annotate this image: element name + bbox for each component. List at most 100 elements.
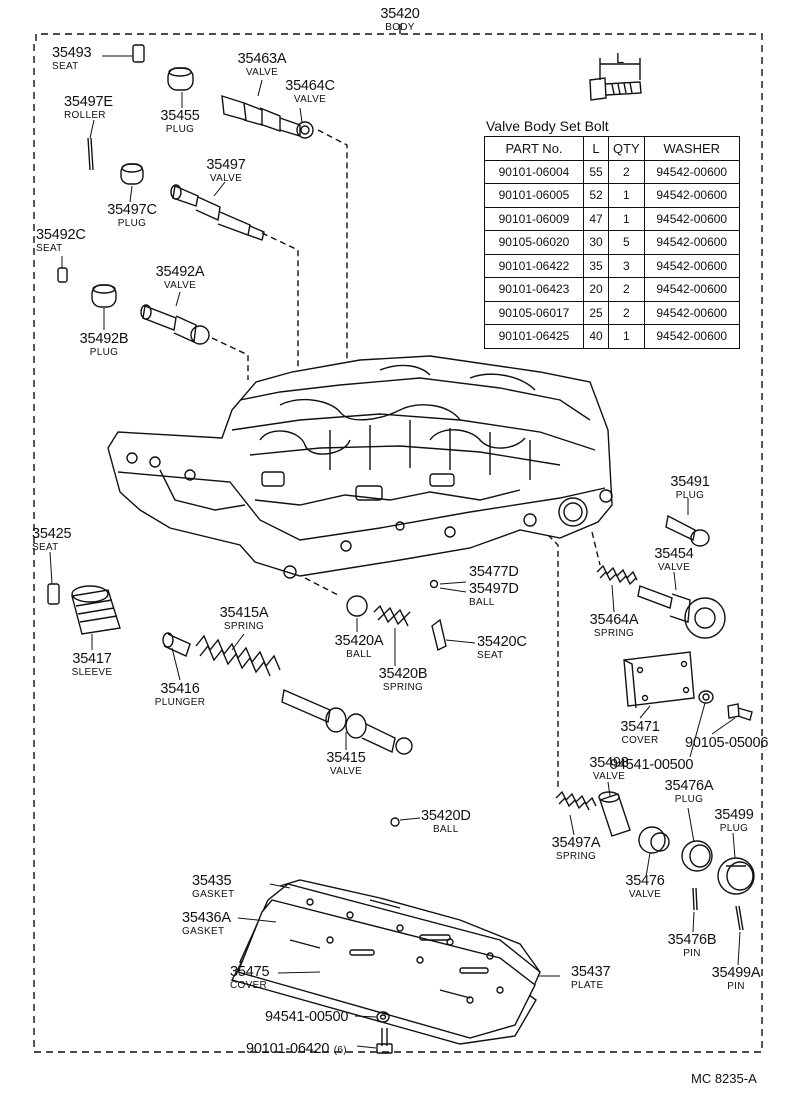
part-name: PIN [727, 981, 745, 992]
cell-part-no: 90101-06009 [484, 206, 584, 231]
part-name: PLUNGER [154, 697, 206, 708]
bolt-length-label: L [616, 51, 624, 67]
part-label-35455: 35455 PLUG [160, 109, 200, 136]
cell-washer: 94542-00600 [643, 253, 740, 278]
spring-35497a-shape [555, 790, 597, 811]
part-name: BALL [469, 597, 495, 608]
part-name: SEAT [32, 542, 59, 553]
cell-qty: 5 [608, 230, 645, 255]
plunger-35416-shape [162, 632, 191, 657]
washer-94541-00500-lower-shape [376, 1011, 390, 1023]
part-number-90105-05006: 90105-05006 [685, 735, 769, 751]
seat-35425-shape [47, 583, 60, 605]
part-name: SPRING [382, 682, 424, 693]
part-name: VALVE [293, 94, 327, 105]
part-number: 35464C [285, 78, 335, 94]
cell-qty: 1 [608, 324, 645, 349]
part-name: BALL [432, 824, 459, 835]
part-label-35471: 35471 COVER [620, 720, 660, 747]
cell-part-no: 90101-06423 [484, 277, 584, 302]
cell-qty: 3 [608, 253, 645, 278]
part-name: GASKET [182, 926, 225, 937]
plug-35499-shape [717, 857, 755, 895]
part-name: VALVE [657, 562, 691, 573]
part-label-35499a: 35499A PIN [711, 965, 761, 993]
part-name: PLUG [674, 794, 704, 805]
part-label-35475: 35475 COVER [230, 965, 270, 992]
part-number: 35497E [64, 94, 113, 110]
part-name: VALVE [628, 889, 662, 900]
part-number: 35497C [107, 202, 157, 218]
part-number: 35497 [206, 157, 246, 173]
part-name: PLUG [719, 823, 749, 834]
part-label-35425: 35425 SEAT [32, 526, 72, 554]
cell-qty: 2 [608, 300, 645, 325]
valve-35492a-shape [140, 304, 210, 345]
part-name: ROLLER [64, 110, 106, 121]
part-number: 35420B [378, 666, 428, 682]
bolt-table-title: Valve Body Set Bolt [486, 118, 609, 134]
part-number: 35491 [670, 474, 710, 490]
valve-35415-shape [281, 689, 413, 755]
cell-part-no: 90105-06017 [484, 300, 584, 325]
part-name: BODY [385, 22, 415, 33]
part-number: 35476 [625, 873, 665, 889]
part-number: 35420 [380, 6, 420, 22]
part-label-90101-06420: 90101-06420 (6) [246, 1040, 347, 1058]
cell-length: 30 [583, 230, 609, 255]
plug-35491-shape [665, 514, 710, 547]
valve-35476-shape [638, 826, 670, 854]
part-label-35416: 35416 PLUNGER [154, 682, 206, 709]
part-label-35420a: 35420A BALL [335, 634, 384, 661]
cell-washer: 94542-00600 [643, 230, 740, 255]
column-header: WASHER [643, 136, 740, 161]
part-number: 90101-06420 [246, 1041, 330, 1057]
part-label-35497d: 35497D BALL [469, 582, 519, 609]
part-name: PLUG [117, 218, 147, 229]
bolt-90101-06420-shape [376, 1028, 393, 1054]
ball-35420d-shape [390, 817, 400, 827]
part-name: PLUG [675, 490, 705, 501]
plug-35492b-shape [91, 284, 117, 308]
part-label-35436a: 35436A GASKET [182, 911, 231, 938]
seat-35420c-shape [431, 618, 447, 652]
cell-length: 55 [583, 159, 609, 184]
part-label-35420d: 35420D BALL [421, 809, 471, 836]
seat-35492c-shape [57, 267, 68, 283]
part-name: VALVE [163, 280, 197, 291]
spring-35464a-shape [596, 564, 638, 586]
drawing-code: MC 8235-A [691, 1071, 757, 1086]
part-name: SPRING [223, 621, 265, 632]
plug-35497c-shape [120, 163, 144, 185]
body-frame [33, 33, 763, 1053]
cell-washer: 94542-00600 [643, 300, 740, 325]
part-number: 35415A [219, 605, 269, 621]
cell-part-no: 90105-06020 [484, 230, 584, 255]
cell-qty: 2 [608, 159, 645, 184]
pin-35476b-shape [692, 887, 698, 911]
part-name: SEAT [36, 243, 63, 254]
part-name: VALVE [245, 67, 279, 78]
part-number-35477d: 35477D [469, 564, 519, 580]
valve-35498-shape [598, 791, 631, 837]
part-label-35420b: 35420B SPRING [378, 666, 428, 694]
part-label-35464c: 35464C VALVE [285, 78, 335, 106]
part-number: 35425 [32, 526, 72, 542]
part-number: 35499A [711, 965, 761, 981]
part-label-35492b: 35492B PLUG [80, 332, 129, 359]
cell-part-no: 90101-06422 [484, 253, 584, 278]
cell-washer: 94542-00600 [643, 183, 740, 208]
cell-length: 52 [583, 183, 609, 208]
part-name: BALL [346, 649, 372, 660]
part-name: COVER [621, 735, 659, 746]
part-name: PIN [683, 948, 701, 959]
cell-qty: 1 [608, 183, 645, 208]
part-number: 35454 [654, 546, 694, 562]
bolt-quantity: (6) [333, 1045, 347, 1056]
part-label-35437: 35437 PLATE [571, 965, 611, 992]
